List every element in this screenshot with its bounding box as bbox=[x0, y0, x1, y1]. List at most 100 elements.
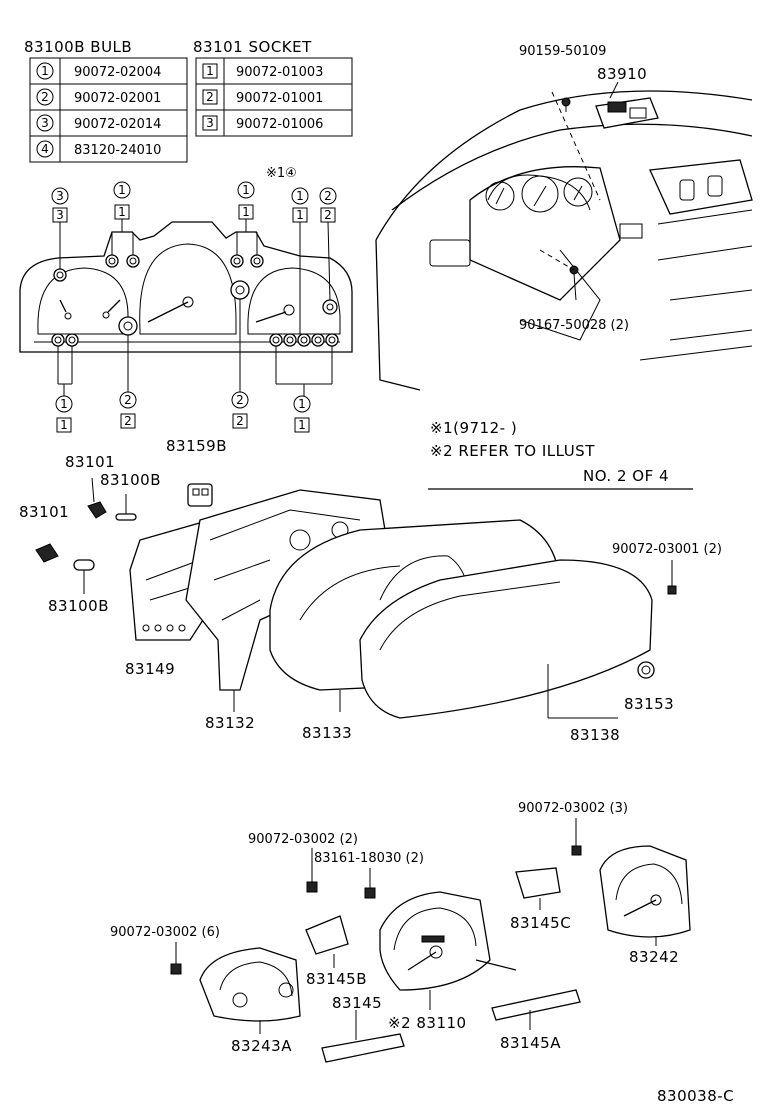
label-83101-a: 83101 bbox=[65, 453, 115, 471]
label-83101-b: 83101 bbox=[19, 503, 69, 521]
socket-row-1: 1 90072-01003 bbox=[202, 63, 323, 80]
bulb-sockets bbox=[51, 254, 339, 347]
part-83145b-bracket bbox=[305, 915, 349, 955]
svg-text:3: 3 bbox=[56, 189, 64, 203]
part-83145c-bracket bbox=[515, 867, 561, 899]
label-83242: 83242 bbox=[629, 948, 679, 966]
label-83133: 83133 bbox=[302, 724, 352, 742]
label-83145b: 83145B bbox=[306, 970, 367, 988]
screw-90072-03001 bbox=[667, 560, 677, 595]
dash-top-edge bbox=[375, 90, 753, 241]
callout-2-bottom-middle: 2 2 bbox=[231, 299, 249, 429]
svg-text:1: 1 bbox=[41, 64, 49, 78]
callout-1-bottom-right: 1 1 bbox=[275, 346, 333, 433]
svg-text:2: 2 bbox=[324, 208, 332, 222]
bulb-row-3: 3 90072-02014 bbox=[36, 114, 161, 132]
dashboard-locator-view: 90159-50109 83910 90167-50028 (2) bbox=[375, 44, 753, 391]
label-83100b-a: 83100B bbox=[100, 471, 161, 489]
callout-1-top-left: 1 1 bbox=[111, 181, 134, 255]
bulb-part-number: 90072-02014 bbox=[74, 117, 161, 132]
bulb-part-number: 90072-02001 bbox=[74, 91, 161, 106]
right-gauge-outline bbox=[247, 267, 341, 335]
svg-text:2: 2 bbox=[206, 90, 214, 104]
svg-text:1: 1 bbox=[242, 183, 250, 197]
label-83149: 83149 bbox=[125, 660, 175, 678]
bulb-part-83100b-top bbox=[115, 494, 137, 521]
callout-1-bottom-left: 1 1 bbox=[55, 346, 73, 433]
screw-90159 bbox=[551, 91, 601, 201]
svg-text:2: 2 bbox=[236, 414, 244, 428]
svg-text:2: 2 bbox=[124, 414, 132, 428]
label-83100b-b: 83100B bbox=[48, 597, 109, 615]
bulb-table-header: 83100B BULB bbox=[24, 38, 132, 56]
callout-2-bottom-left: 2 2 bbox=[119, 335, 137, 429]
part-83138-lens bbox=[359, 559, 653, 719]
note-2: ※2 REFER TO ILLUST bbox=[430, 442, 595, 460]
label-90072-03001: 90072-03001 (2) bbox=[612, 542, 722, 557]
svg-text:1: 1 bbox=[296, 189, 304, 203]
callout-3-top-left: 3 3 bbox=[51, 187, 69, 269]
bulb-part-number: 90072-02004 bbox=[74, 65, 161, 80]
module-83910 bbox=[595, 97, 659, 129]
screw-90167 bbox=[539, 249, 579, 301]
bulb-row-2: 2 90072-02001 bbox=[36, 88, 161, 106]
label-90159-50109: 90159-50109 bbox=[519, 44, 606, 59]
socket-part-83101-left bbox=[35, 543, 59, 563]
bulb-part-83100b-left bbox=[73, 559, 95, 594]
socket-table: 83101 SOCKET 1 90072-01003 2 90072-01001… bbox=[193, 38, 353, 137]
socket-row-3: 3 90072-01006 bbox=[202, 115, 323, 132]
callout-1-top-middle: 1 1 bbox=[236, 181, 258, 255]
cluster-face-outline bbox=[19, 221, 353, 353]
left-gauge-outline bbox=[37, 267, 129, 335]
socket-part-number: 90072-01006 bbox=[236, 117, 323, 132]
exploded-cluster-view: 83159B 83101 83100B 83101 83100B 8 bbox=[19, 437, 722, 744]
note-mark-1-4: ※1④ bbox=[266, 166, 297, 181]
bulb-table: 83100B BULB 1 90072-02004 2 90072-02001 … bbox=[24, 38, 188, 163]
label-83161-18030: 83161-18030 (2) bbox=[314, 851, 424, 866]
label-90072-03002-6: 90072-03002 (6) bbox=[110, 925, 220, 940]
svg-text:2: 2 bbox=[124, 393, 132, 407]
svg-text:3: 3 bbox=[56, 208, 64, 222]
gauges-view: 90072-03002 (3) 90072-03002 (2) 83161-18… bbox=[110, 801, 691, 1063]
svg-text:1: 1 bbox=[298, 418, 306, 432]
label-83159b: 83159B bbox=[166, 437, 227, 455]
socket-part-number: 90072-01003 bbox=[236, 65, 323, 80]
part-83145a-strip bbox=[491, 989, 581, 1021]
svg-text:1: 1 bbox=[60, 418, 68, 432]
svg-text:1: 1 bbox=[206, 64, 214, 78]
svg-text:1: 1 bbox=[242, 205, 250, 219]
note-3: NO. 2 OF 4 bbox=[583, 467, 669, 485]
center-gauge-outline bbox=[139, 243, 237, 335]
socket-row-2: 2 90072-01001 bbox=[202, 89, 323, 106]
part-83145-strip bbox=[321, 1033, 405, 1063]
svg-text:1: 1 bbox=[118, 205, 126, 219]
bulb-row-1: 1 90072-02004 bbox=[36, 62, 161, 80]
diagram-code: 830038-C bbox=[657, 1087, 734, 1105]
svg-text:1: 1 bbox=[296, 208, 304, 222]
label-83243a: 83243A bbox=[231, 1037, 292, 1055]
label-83153: 83153 bbox=[624, 695, 674, 713]
label-90072-03002-3: 90072-03002 (3) bbox=[518, 801, 628, 816]
part-83159b-connector bbox=[187, 483, 213, 507]
notes-block: ※1(9712- ) ※2 REFER TO ILLUST NO. 2 OF 4 bbox=[428, 419, 693, 490]
socket-part-number: 90072-01001 bbox=[236, 91, 323, 106]
part-83243a-gauge bbox=[199, 947, 301, 1022]
svg-text:2: 2 bbox=[41, 90, 49, 104]
svg-text:2: 2 bbox=[324, 189, 332, 203]
socket-table-header: 83101 SOCKET bbox=[193, 38, 312, 56]
svg-text:3: 3 bbox=[41, 116, 49, 130]
svg-text:2: 2 bbox=[236, 393, 244, 407]
label-83145a: 83145A bbox=[500, 1034, 561, 1052]
part-83153-knob bbox=[637, 661, 655, 679]
bulb-part-number: 83120-24010 bbox=[74, 143, 161, 158]
callout-2-top-right: 2 2 bbox=[319, 187, 337, 301]
label-90167-50028: 90167-50028 (2) bbox=[519, 318, 629, 333]
screw-83161-18030 bbox=[364, 868, 376, 899]
label-83110: ※2 83110 bbox=[388, 1014, 467, 1032]
label-83132: 83132 bbox=[205, 714, 255, 732]
callout-1-top-right: 1 1 bbox=[291, 187, 309, 334]
label-83145c: 83145C bbox=[510, 914, 571, 932]
screw-90072-03002-6 bbox=[170, 942, 182, 975]
bulb-row-4: 4 83120-24010 bbox=[36, 140, 161, 158]
